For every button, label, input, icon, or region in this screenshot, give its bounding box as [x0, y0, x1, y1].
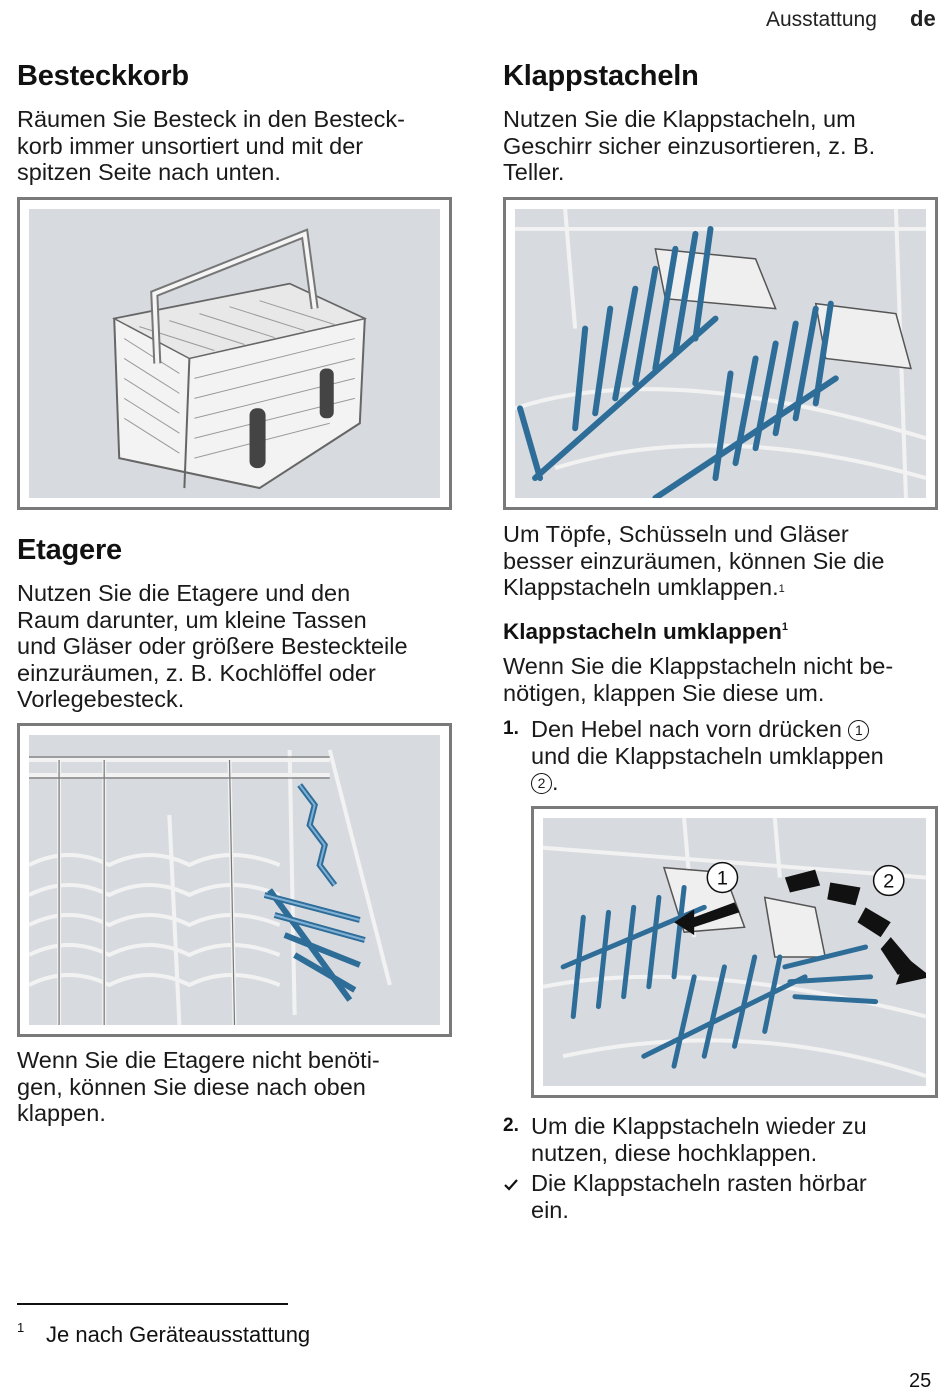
- text-line: spitzen Seite nach unten.: [17, 159, 281, 185]
- footnote-mark: 1: [17, 1320, 25, 1335]
- text-line: einzuräumen, z. B. Kochlöffel oder: [17, 659, 376, 686]
- folding-tines-illustration: [515, 209, 926, 498]
- step-1: 1. Den Hebel nach vorn drücken 1 und die…: [503, 716, 943, 796]
- result: Die Klappstacheln rasten hörbar ein.: [503, 1170, 943, 1223]
- step-2: 2. Um die Klappstacheln wieder zu nutzen…: [503, 1113, 943, 1166]
- text-line: Wenn Sie die Klappstacheln nicht be-: [503, 653, 894, 679]
- cutlery-basket-heading: Besteckkorb: [17, 60, 189, 92]
- text-line: Nutzen Sie die Klappstacheln, um: [503, 106, 856, 132]
- text-line: korb immer unsortiert und mit der: [17, 132, 364, 159]
- text-line: Vorlegebesteck.: [17, 686, 185, 712]
- footnote-rule: [17, 1303, 288, 1305]
- cutlery-basket-illustration: [111, 228, 368, 490]
- text-fragment: Klappstacheln umklappen.: [503, 574, 779, 600]
- text-fragment: Den Hebel nach vorn drücken: [531, 716, 842, 742]
- text-line: Die Klappstacheln rasten hörbar: [531, 1170, 867, 1196]
- text-line: nötigen, klappen Sie diese um.: [503, 679, 825, 706]
- text-line: Um Töpfe, Schüsseln und Gläser: [503, 521, 849, 547]
- text-line: besser einzuräumen, können Sie die: [503, 547, 885, 574]
- folding-tines-heading: Klappstacheln: [503, 60, 699, 92]
- text-line: Nutzen Sie die Etagere und den: [17, 580, 351, 606]
- step-number: 1.: [503, 718, 519, 739]
- shelf-figure: [17, 723, 452, 1037]
- text-line: gen, können Sie diese nach oben: [17, 1073, 366, 1100]
- text-line: und Gläser oder größere Besteckteile: [17, 633, 408, 659]
- circled-number: 2: [531, 773, 552, 794]
- footnote-ref: 1: [781, 621, 788, 633]
- text-line: Teller.: [503, 159, 565, 185]
- text-line: Räumen Sie Besteck in den Besteck-: [17, 106, 405, 132]
- fold-tines-illustration: 1 2: [543, 818, 926, 1078]
- folding-tines-text: Nutzen Sie die Klappstacheln, um Geschir…: [503, 106, 943, 186]
- section-header: Ausstattung: [766, 8, 877, 31]
- folding-tines-after-text: Um Töpfe, Schüsseln und Gläser besser ei…: [503, 521, 943, 601]
- text-line: Geschirr sicher einzusortieren, z. B.: [503, 132, 876, 159]
- figure-label: 1: [717, 868, 728, 890]
- shelf-illustration: [29, 749, 392, 1025]
- step-number: 2.: [503, 1115, 519, 1136]
- text-line: und die Klappstacheln umklappen: [531, 742, 884, 769]
- text-line: 2.: [531, 769, 943, 796]
- circled-number: 1: [848, 720, 870, 741]
- text-fragment: .: [552, 769, 559, 795]
- language-code: de: [910, 6, 936, 31]
- text-line: nutzen, diese hochklappen.: [531, 1139, 818, 1166]
- fold-tines-subheading: Klappstacheln umklappen1: [503, 619, 788, 645]
- figure-label: 2: [883, 871, 894, 893]
- footnote-ref: 1: [778, 583, 785, 595]
- shelf-after-text: Wenn Sie die Etagere nicht benöti- gen, …: [17, 1047, 457, 1127]
- folding-tines-figure: [503, 197, 938, 510]
- page-number: 25: [909, 1370, 932, 1392]
- shelf-text: Nutzen Sie die Etagere und den Raum daru…: [17, 580, 457, 713]
- text-line: Raum darunter, um kleine Tassen: [17, 606, 367, 633]
- text-line: Klappstacheln umklappen.1: [503, 574, 943, 601]
- text-line: ein.: [531, 1196, 569, 1223]
- text-line: Wenn Sie die Etagere nicht benöti-: [17, 1047, 380, 1073]
- fold-tines-figure: 1 2: [531, 806, 938, 1098]
- footnote-text: Je nach Geräteausstattung: [46, 1322, 311, 1347]
- text-line: klappen.: [17, 1100, 106, 1126]
- text-line: Um die Klappstacheln wieder zu: [531, 1113, 867, 1139]
- subheading-text: Klappstacheln umklappen: [503, 619, 782, 644]
- fold-tines-text: Wenn Sie die Klappstacheln nicht be- nöt…: [503, 653, 943, 706]
- cutlery-basket-figure: [17, 197, 452, 510]
- checkmark-icon: [503, 1170, 519, 1199]
- cutlery-basket-text: Räumen Sie Besteck in den Besteck- korb …: [17, 106, 457, 186]
- text-line: Den Hebel nach vorn drücken 1: [531, 716, 943, 743]
- shelf-heading: Etagere: [17, 534, 122, 566]
